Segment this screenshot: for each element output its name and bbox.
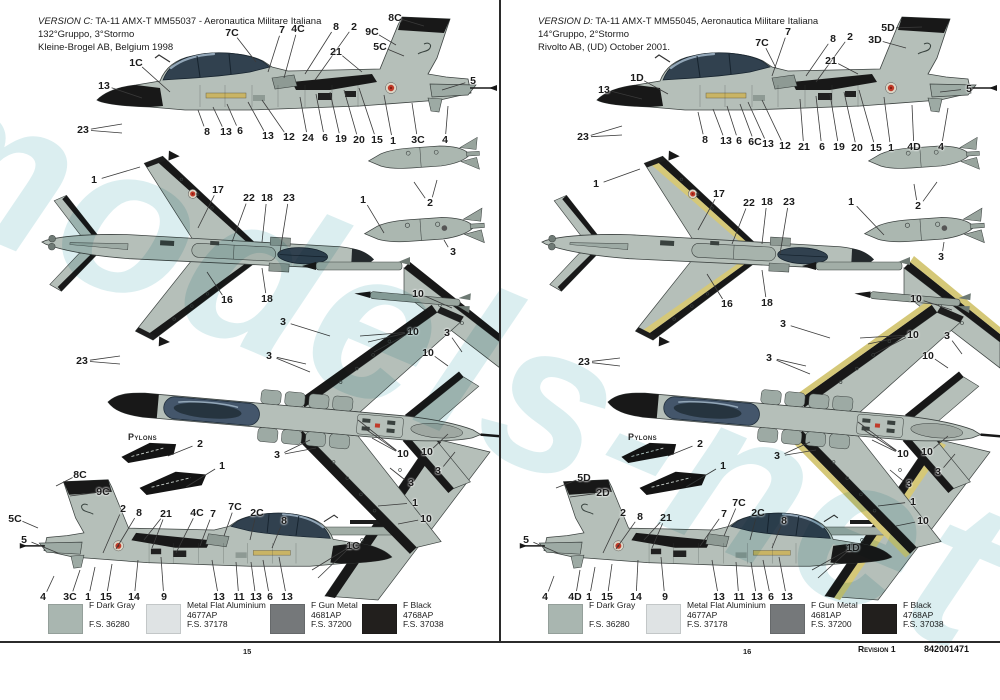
drop-tanks <box>363 136 485 244</box>
paint-name: F Gun Metal <box>311 600 358 610</box>
paint-code: 4677AP <box>687 609 718 620</box>
sheet-code: 842001471 <box>924 644 970 654</box>
unit-line: 14°Gruppo, 2°Stormo <box>538 29 630 40</box>
drop-tanks <box>863 136 985 244</box>
aircraft-artwork <box>0 0 500 659</box>
paint-fs-number: F.S. 37038 <box>903 619 944 629</box>
color-swatch <box>146 604 181 634</box>
paint-name: F Gun Metal <box>811 600 858 610</box>
version-header: VERSION D: TA-11 AMX-T MM55045, Aeronaut… <box>538 15 818 54</box>
paint-fs-number: F.S. 36280 <box>89 619 130 629</box>
page-number: 15 <box>243 647 252 656</box>
version-label: VERSION D: <box>538 16 593 27</box>
paint-fs-number: F.S. 37178 <box>187 619 228 629</box>
paint-name: Metal Flat Aluminium <box>687 600 766 610</box>
pylon-silhouettes <box>121 442 207 495</box>
base-line: Kleine-Brogel AB, Belgium 1998 <box>38 42 174 53</box>
plan-view <box>41 150 375 347</box>
version-line: VERSION D: TA-11 AMX-T MM55045, Aeronaut… <box>538 15 818 28</box>
paint-fs-number: F.S. 36280 <box>589 619 630 629</box>
aircraft-artwork-svg <box>19 16 500 601</box>
paint-fs-number: F.S. 37178 <box>687 619 728 629</box>
paint-code: 4768AP <box>403 609 434 620</box>
bottom-view <box>607 291 1000 558</box>
version-line: VERSION C: TA-11 AMX-T MM55037 - Aeronau… <box>38 15 321 28</box>
aircraft-artwork-svg <box>519 16 1000 601</box>
base-line: Rivolto AB, (UD) October 2001. <box>538 42 670 53</box>
pylons-label: Pylons <box>128 432 158 442</box>
revision-label: Revision 1 <box>858 644 896 654</box>
page-number: 16 <box>743 647 752 656</box>
paint-name: F Black <box>903 600 932 610</box>
color-swatch <box>362 604 397 634</box>
paint-fs-number: F.S. 37038 <box>403 619 444 629</box>
side-profile-bottom <box>19 479 393 569</box>
plan-view <box>541 150 875 347</box>
paint-fs-number: F.S. 37200 <box>811 619 852 629</box>
paint-fs-number: F.S. 37200 <box>311 619 352 629</box>
pylons-label: Pylons <box>628 432 658 442</box>
paint-name: F Dark Gray <box>589 600 636 610</box>
color-swatch <box>646 604 681 634</box>
paint-code: 4681AP <box>811 609 842 620</box>
paint-name: F Dark Gray <box>89 600 136 610</box>
version-header: VERSION C: TA-11 AMX-T MM55037 - Aeronau… <box>38 15 321 54</box>
version-label: VERSION C: <box>38 16 93 27</box>
paint-code: 4681AP <box>311 609 342 620</box>
bottom-border <box>0 641 1000 643</box>
color-swatch <box>548 604 583 634</box>
paint-code: 4768AP <box>903 609 934 620</box>
page-left: VERSION C: TA-11 AMX-T MM55037 - Aeronau… <box>0 0 500 659</box>
side-profile-bottom <box>519 479 893 569</box>
unit-line: 132°Gruppo, 3°Stormo <box>38 29 135 40</box>
page-divider <box>499 0 501 643</box>
paint-name: Metal Flat Aluminium <box>187 600 266 610</box>
page-right: VERSION D: TA-11 AMX-T MM55045, Aeronaut… <box>500 0 1000 659</box>
aircraft-artwork <box>500 0 1000 659</box>
version-title: TA-11 AMX-T MM55037 - Aeronautica Milita… <box>92 16 322 27</box>
version-title: TA-11 AMX-T MM55045, Aeronautica Militar… <box>592 16 819 27</box>
color-swatch <box>48 604 83 634</box>
color-swatch <box>270 604 305 634</box>
paint-name: F Black <box>403 600 432 610</box>
paint-code: 4677AP <box>187 609 218 620</box>
pylon-silhouettes <box>621 442 707 495</box>
color-swatch <box>770 604 805 634</box>
color-swatch <box>862 604 897 634</box>
